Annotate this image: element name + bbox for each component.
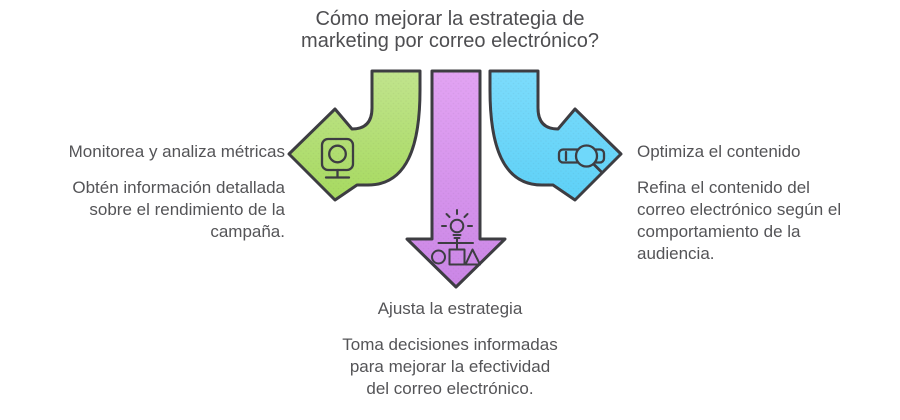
diagram-title-line: Cómo mejorar la estrategia de xyxy=(315,8,585,30)
branch-bottom-body: Toma decisiones informadas para mejorar … xyxy=(0,334,900,400)
body-line: del correo electrónico. xyxy=(366,379,534,398)
diagram-title-line: marketing por correo electrónico? xyxy=(301,30,599,52)
body-line: para mejorar la efectividad xyxy=(349,357,551,376)
idea-shapes-icon xyxy=(431,209,481,266)
body-line: Refina el contenido del xyxy=(637,178,810,197)
magnifier-icon xyxy=(557,144,606,174)
branch-left-text: Monitorea y analiza métricas Obtén infor… xyxy=(5,141,285,243)
branch-bottom-text: Ajusta la estrategia Toma decisiones inf… xyxy=(0,298,900,400)
branch-bottom-heading: Ajusta la estrategia xyxy=(377,299,523,318)
body-line: correo electrónico según el xyxy=(637,200,842,219)
branch-right-body: Refina el contenido del correo electróni… xyxy=(637,177,887,265)
monitor-icon xyxy=(320,137,355,179)
branch-left-body: Obtén información detallada sobre el ren… xyxy=(5,177,285,243)
body-line: sobre el rendimiento de la xyxy=(89,200,285,219)
body-line: Obtén información detallada xyxy=(72,178,285,197)
branch-right-heading: Optimiza el contenido xyxy=(637,142,801,161)
body-line: campaña. xyxy=(210,222,285,241)
body-line: Toma decisiones informadas xyxy=(342,335,558,354)
branch-right-text: Optimiza el contenido Refina el contenid… xyxy=(637,141,887,265)
branch-left-heading: Monitorea y analiza métricas xyxy=(68,142,285,161)
body-line: comportamiento de la xyxy=(637,222,801,241)
diagram-title: Cómo mejorar la estrategia de marketing … xyxy=(0,8,900,52)
body-line: audiencia. xyxy=(637,244,715,263)
